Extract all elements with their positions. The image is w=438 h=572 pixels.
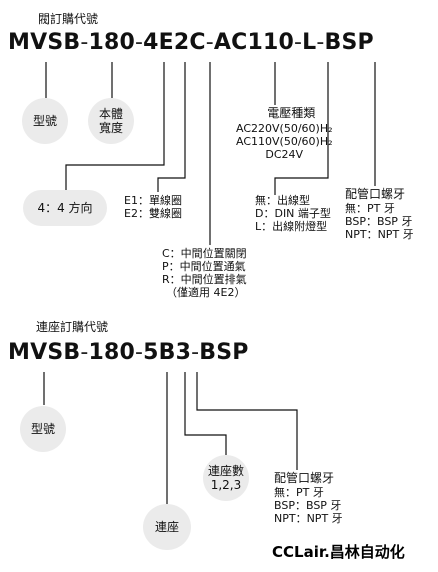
solenoid-option: E1：單線圈 [124, 194, 182, 207]
center-option: R：中間位置排氣 [162, 273, 247, 286]
center-note: （僅適用 4E2） [166, 286, 246, 299]
thread-option: NPT：NPT 牙 [345, 228, 414, 241]
bubble-base: 連座 [143, 504, 191, 550]
voltage-title: 電壓種類 [267, 106, 316, 120]
thread-option: BSP：BSP 牙 [345, 215, 413, 228]
code-separator: - [135, 340, 144, 365]
bubble-model-2-label: 型號 [30, 422, 55, 436]
voltage-option: AC220V(50/60)H₂ [236, 122, 333, 135]
thread-block-2: 配管口螺牙 無：PT 牙 BSP：BSP 牙 NPT：NPT 牙 [274, 471, 343, 526]
wiring-option: 無：出線型 [255, 194, 310, 207]
code-part-thread: BSP [324, 30, 374, 55]
bubble-model-2: 型號 [20, 406, 66, 452]
bubble-body-line-2: 寬度 [98, 121, 123, 135]
bubble-count-line-1: 連座數 [207, 464, 244, 478]
code-part-thread: BSP [199, 340, 249, 365]
connector-way [65, 62, 165, 192]
wiring-option: L：出線附燈型 [255, 220, 328, 233]
base-order-code: MVSB-180-5B3-BSP [8, 340, 249, 365]
code-part-voltage: AC110 [213, 30, 294, 55]
code-part-wiring: L [302, 30, 317, 55]
code-separator: - [191, 340, 200, 365]
connector-solenoid [157, 62, 186, 192]
voltage-block: 電壓種類 AC220V(50/60)H₂ AC110V(50/60)H₂ DC2… [236, 106, 333, 162]
wiring-option: D：DIN 端子型 [255, 207, 331, 220]
thread-title-2: 配管口螺牙 [274, 471, 335, 485]
code-separator: - [205, 30, 214, 55]
voltage-option: DC24V [265, 148, 304, 161]
wiring-block: 無：出線型 D：DIN 端子型 L：出線附燈型 [255, 194, 331, 233]
solenoid-block: E1：單線圈 E2：雙線圈 [124, 194, 182, 220]
bubble-count-line-2: 1,2,3 [210, 478, 242, 492]
voltage-option: AC110V(50/60)H₂ [236, 135, 333, 148]
bubble-model-label: 型號 [32, 114, 57, 128]
connector-thread-2 [196, 372, 298, 470]
bubble-body-line-1: 本體 [98, 107, 123, 121]
center-option: C：中間位置關閉 [162, 247, 247, 260]
valve-order-code: MVSB-180-4E2C-AC110-L-BSP [8, 30, 374, 55]
solenoid-option: E2：雙線圈 [124, 207, 182, 220]
code-part-model: MVSB [8, 340, 81, 365]
code-separator: - [135, 30, 144, 55]
center-option: P：中間位置通氣 [162, 260, 246, 273]
code-part-base: 5B3 [143, 340, 192, 365]
bubble-model: 型號 [22, 98, 68, 144]
bubble-body-width: 本體 寬度 [88, 98, 134, 144]
code-part-width: 180 [88, 340, 136, 365]
code-part-function: 4E2C [143, 30, 206, 55]
valve-order-code-caption: 閥訂購代號 [38, 12, 99, 26]
bubble-way-label: 4：4 方向 [37, 201, 93, 215]
code-part-width: 180 [88, 30, 136, 55]
thread-option: 無：PT 牙 [345, 202, 395, 215]
thread-title: 配管口螺牙 [345, 187, 406, 201]
bubble-base-label: 連座 [154, 520, 179, 534]
connector-count [184, 372, 227, 455]
bubble-way: 4：4 方向 [23, 190, 107, 226]
bubble-base-count: 連座數 1,2,3 [203, 455, 249, 501]
thread-block: 配管口螺牙 無：PT 牙 BSP：BSP 牙 NPT：NPT 牙 [345, 187, 414, 242]
code-separator: - [80, 340, 89, 365]
code-separator: - [294, 30, 303, 55]
watermark: CCLair.昌林自动化 [270, 540, 407, 563]
code-part-model: MVSB [8, 30, 81, 55]
connector-wiring [274, 62, 329, 195]
center-position-block: C：中間位置關閉 P：中間位置通氣 R：中間位置排氣 （僅適用 4E2） [162, 247, 247, 299]
thread-option-2: BSP：BSP 牙 [274, 499, 342, 512]
code-separator: - [316, 30, 325, 55]
code-separator: - [80, 30, 89, 55]
base-order-code-caption: 連座訂購代號 [36, 320, 109, 334]
thread-option-2: 無：PT 牙 [274, 486, 324, 499]
thread-option-2: NPT：NPT 牙 [274, 512, 343, 525]
